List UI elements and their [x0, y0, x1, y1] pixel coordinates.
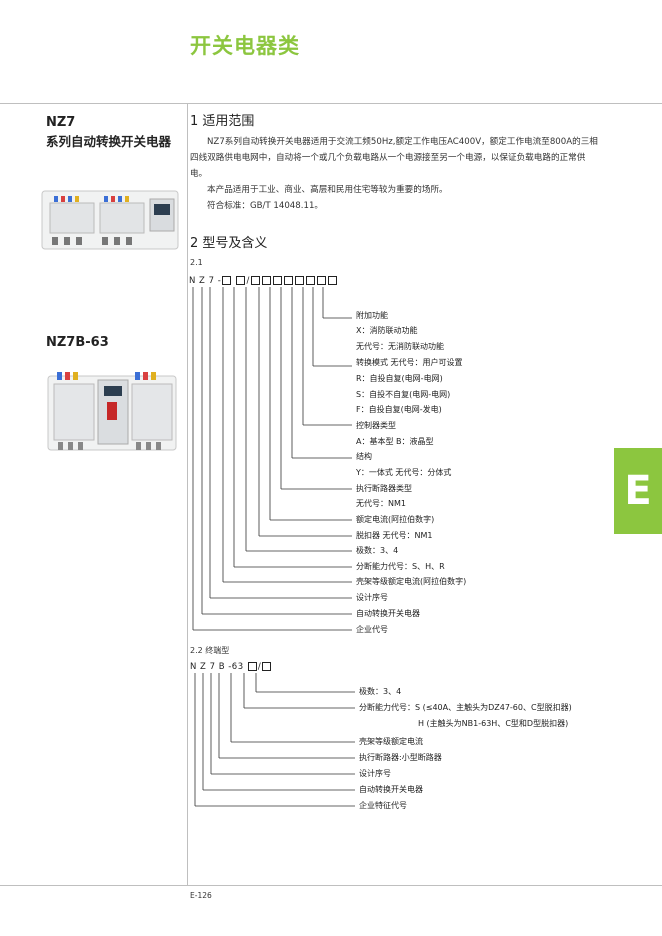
code2-label-enterprise: 企业特征代号 [359, 801, 407, 810]
code1-label-additional-function: 附加功能 [356, 311, 388, 320]
page-number: E-126 [190, 891, 212, 900]
code1-label-r: R：自投自复(电网-电网) [356, 374, 443, 383]
bottom-divider [0, 885, 662, 886]
code1-label-release: 脱扣器 无代号：NM1 [356, 531, 433, 540]
code1-label-poles: 极数：3、4 [356, 546, 399, 555]
code2-label-mcb: 执行断路器:小型断路器 [359, 753, 442, 762]
model-code-2-1: N Z 7 - / [189, 276, 338, 286]
product-photo-nz7 [41, 190, 179, 250]
code1-label-structure-types: Y：一体式 无代号：分体式 [356, 468, 452, 477]
code1-label-frame-current: 壳架等级额定电流(阿拉伯数字) [356, 577, 467, 586]
code1-label-s: S：自投不自复(电网-电网) [356, 390, 451, 399]
code1-label-x: X：消防联动功能 [356, 326, 418, 335]
code2-label-breaking-s: 分断能力代号：S (≤40A、主触头为DZ47-60、C型脱扣器) [359, 703, 572, 712]
section-1-para-3: 符合标准：GB/T 14048.11。 [207, 201, 323, 211]
code1-label-controller-types: A：基本型 B：液晶型 [356, 437, 434, 446]
model-code-2-1-prefix: N Z 7 - [189, 276, 222, 286]
code1-label-design-no: 设计序号 [356, 593, 388, 602]
product-subtitle-nz7: 系列自动转换开关电器 [46, 134, 172, 149]
code1-label-controller: 控制器类型 [356, 421, 396, 430]
model-code-2-2-prefix: N Z 7 B -63 [190, 662, 244, 672]
product-photo-nz7b [47, 372, 177, 451]
section-1-para-2: 本产品适用于工业、商业、高层和民用住宅等较为重要的场所。 [207, 185, 448, 195]
section-tab-e: E [614, 448, 662, 534]
code2-label-design-no: 设计序号 [359, 769, 391, 778]
code1-label-breaker-type: 执行断路器类型 [356, 484, 412, 493]
section-2-heading: 2 型号及含义 [190, 236, 268, 251]
code2-label-ats: 自动转换开关电器 [359, 785, 423, 794]
product-model-nz7b: NZ7B-63 [46, 335, 109, 350]
code1-label-switch-mode: 转换模式 无代号：用户可设置 [356, 358, 463, 367]
category-title: 开关电器类 [190, 34, 300, 58]
column-divider [187, 103, 188, 885]
section-1-heading: 1 适用范围 [190, 114, 255, 129]
code1-label-no-fire: 无代号：无消防联动功能 [356, 342, 444, 351]
code2-label-frame-current: 壳架等级额定电流 [359, 737, 423, 746]
section-1-para-1: NZ7系列自动转换开关电器适用于交流工频50Hz,额定工作电压AC400V，额定… [190, 137, 598, 179]
code2-label-poles: 极数：3、4 [359, 687, 402, 696]
model-code-2-2: N Z 7 B -63 / [190, 662, 272, 672]
product-model-nz7: NZ7 [46, 115, 76, 130]
section-2-2-label: 2.2 终端型 [190, 646, 230, 655]
code1-label-rated-current: 额定电流(阿拉伯数字) [356, 515, 435, 524]
code1-label-breaker-nm1: 无代号：NM1 [356, 499, 406, 508]
section-2-1-label: 2.1 [190, 258, 203, 267]
top-divider [0, 103, 662, 104]
code2-label-breaking-h: H (主触头为NB1-63H、C型和D型脱扣器) [418, 719, 569, 728]
code1-label-structure: 结构 [356, 452, 372, 461]
code1-label-ats: 自动转换开关电器 [356, 609, 420, 618]
code1-label-f: F：自投自复(电网-发电) [356, 405, 442, 414]
code1-label-enterprise: 企业代号 [356, 625, 388, 634]
code1-label-breaking-capacity: 分断能力代号：S、H、R [356, 562, 445, 571]
